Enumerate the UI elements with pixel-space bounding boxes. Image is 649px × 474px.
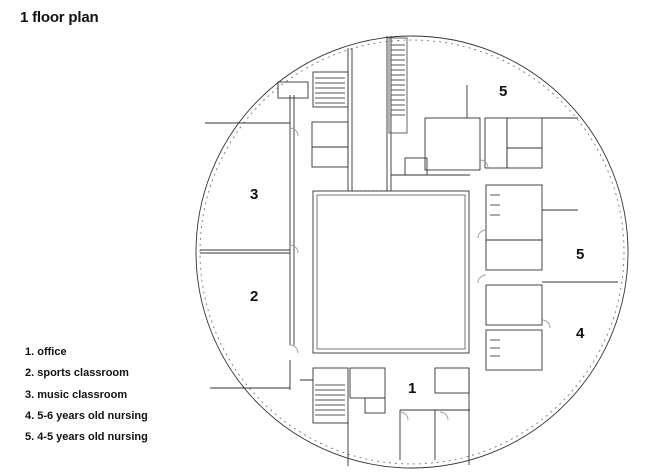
outer-wall-inner <box>199 39 625 465</box>
east-rooms <box>485 184 618 371</box>
legend-item-music-classroom: 3. music classroom <box>25 388 128 401</box>
northeast-rooms <box>391 85 578 176</box>
south-rooms <box>289 360 470 466</box>
page-title: 1 floor plan <box>20 9 99 26</box>
room-label-music-classroom: 3 <box>250 186 258 203</box>
door-swings <box>289 127 551 421</box>
room-label-4-5-nursing-north: 5 <box>499 83 507 100</box>
northwest-rooms <box>200 71 349 389</box>
courtyard <box>312 190 470 354</box>
room-label-4-5-nursing-east: 5 <box>576 246 584 263</box>
legend: 1. office 2. sports classroom 3. music c… <box>25 345 148 451</box>
legend-item-sports-classroom: 2. sports classroom <box>25 367 129 380</box>
room-label-office: 1 <box>408 380 416 397</box>
north-stairs <box>388 37 408 134</box>
room-label-sports-classroom: 2 <box>250 288 258 305</box>
room-label-5-6-nursing: 4 <box>576 325 585 342</box>
north-corridor <box>347 36 392 191</box>
legend-item-4-5-nursing: 5. 4-5 years old nursing <box>25 431 148 444</box>
outer-wall <box>195 35 629 469</box>
legend-item-5-6-nursing: 4. 5-6 years old nursing <box>25 409 148 422</box>
legend-item-office: 1. office <box>25 346 67 358</box>
room-labels: 1 2 3 4 5 5 <box>250 83 585 397</box>
